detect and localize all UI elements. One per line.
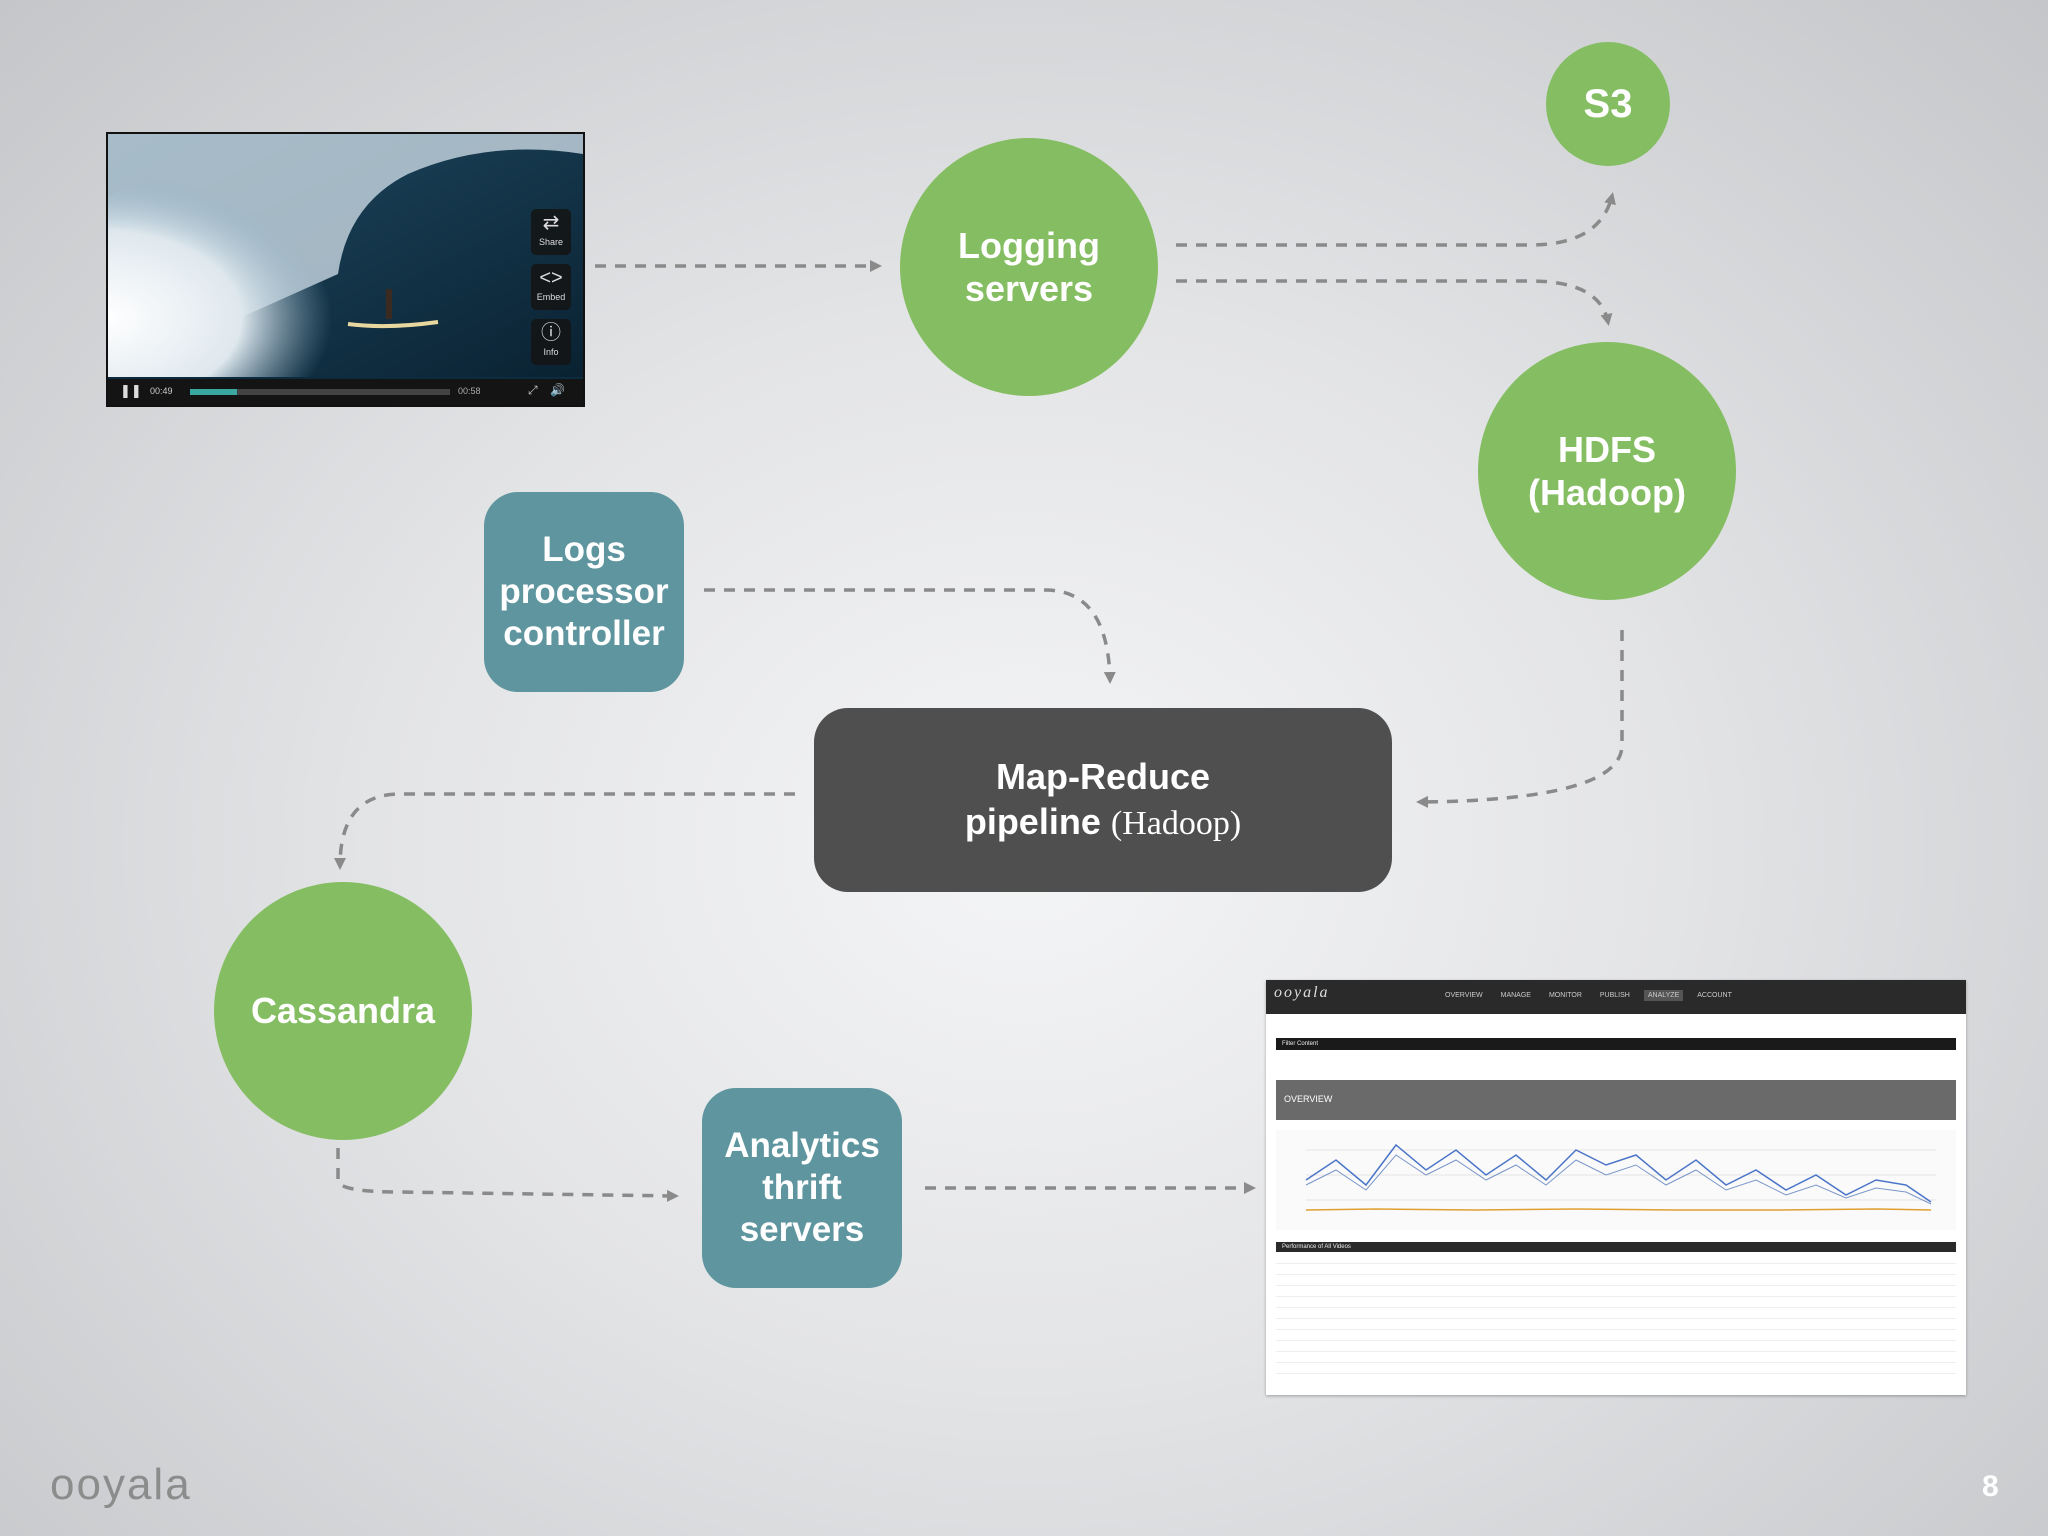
- table-row: [1276, 1331, 1956, 1341]
- table-row: [1276, 1265, 1956, 1275]
- analytics-thrift-servers-node: Analytics thrift servers: [702, 1088, 902, 1288]
- share-button[interactable]: ⇄ Share: [531, 209, 571, 255]
- hdfs-label: HDFS (Hadoop): [1528, 428, 1686, 513]
- table-row: [1276, 1309, 1956, 1319]
- share-icon: ⇄: [542, 212, 560, 234]
- table-row: [1276, 1342, 1956, 1352]
- arrow-hdfs-to-pipeline: [1416, 630, 1624, 808]
- dashboard-tab[interactable]: MANAGE: [1500, 992, 1531, 999]
- logs-processor-controller-label: Logs processor controller: [499, 530, 669, 653]
- filter-label: Filter Content: [1282, 1041, 1319, 1047]
- ooyala-logo: ooyala: [50, 1460, 192, 1510]
- table-row: [1276, 1320, 1956, 1330]
- page-number: 8: [1982, 1470, 1999, 1503]
- arrow-logs-processor-to-pipeline: [704, 588, 1116, 684]
- arrow-logging-to-hdfs: [1176, 279, 1613, 326]
- video-controls-bar: ❚❚ 00:49 00:58 ⤢ 🔊: [108, 379, 583, 405]
- progress-track[interactable]: [190, 389, 450, 395]
- time-total: 00:58: [458, 386, 481, 396]
- analytics-dashboard-screenshot: ooyala OVERVIEW MANAGE MONITOR PUBLISH A…: [1266, 980, 1966, 1395]
- table-title: Performance of All Videos: [1282, 1244, 1351, 1250]
- dashboard-tab[interactable]: OVERVIEW: [1445, 992, 1483, 999]
- performance-table-header: Performance of All Videos: [1276, 1242, 1956, 1252]
- map-reduce-pipeline-node: Map-Reduce pipeline (Hadoop): [814, 708, 1392, 892]
- cassandra-node: Cassandra: [214, 882, 472, 1140]
- dashboard-tab[interactable]: MONITOR: [1548, 992, 1582, 999]
- progress-fill: [190, 389, 237, 395]
- arrow-pipeline-to-cassandra: [334, 792, 795, 870]
- map-reduce-hadoop-label: (Hadoop): [1110, 805, 1242, 843]
- embed-label: Embed: [536, 292, 566, 302]
- info-icon: ⓘ: [541, 322, 561, 344]
- table-row: [1276, 1353, 1956, 1363]
- video-player-thumbnail: ⇄ Share <> Embed ⓘ Info ❚❚ 00:49 00:58 ⤢…: [106, 132, 585, 407]
- embed-button[interactable]: <> Embed: [531, 264, 571, 310]
- overview-label: OVERVIEW: [1284, 1094, 1333, 1104]
- time-elapsed: 00:49: [150, 386, 173, 396]
- fullscreen-icon[interactable]: ⤢: [528, 383, 538, 397]
- dashboard-overview-strip: OVERVIEW: [1276, 1080, 1956, 1120]
- dashboard-tab[interactable]: PUBLISH: [1599, 992, 1630, 999]
- logs-processor-controller-node: Logs processor controller: [484, 492, 684, 692]
- dashboard-tabs: OVERVIEW MANAGE MONITOR PUBLISH ANALYZE …: [1441, 990, 1736, 1001]
- table-row: [1276, 1254, 1956, 1264]
- s3-node: S3: [1546, 42, 1670, 166]
- dashboard-topbar: ooyala OVERVIEW MANAGE MONITOR PUBLISH A…: [1266, 980, 1966, 1014]
- table-row: [1276, 1298, 1956, 1308]
- logging-servers-label: Logging servers: [958, 224, 1100, 309]
- dashboard-logo: ooyala: [1274, 984, 1330, 1001]
- dashboard-filter-bar: Filter Content: [1276, 1038, 1956, 1050]
- dashboard-line-chart: [1276, 1130, 1956, 1230]
- table-row: [1276, 1276, 1956, 1286]
- share-label: Share: [538, 237, 564, 247]
- brand-text: ooyala: [50, 1460, 192, 1509]
- info-button[interactable]: ⓘ Info: [531, 319, 571, 365]
- volume-icon[interactable]: 🔊: [550, 383, 565, 397]
- dashboard-tab-active[interactable]: ANALYZE: [1643, 990, 1684, 1001]
- info-label: Info: [543, 347, 559, 357]
- table-row: [1276, 1287, 1956, 1297]
- arrow-logging-to-s3: [1176, 192, 1616, 247]
- logging-servers-node: Logging servers: [900, 138, 1158, 396]
- analytics-thrift-servers-label: Analytics thrift servers: [724, 1126, 880, 1249]
- dashboard-tab[interactable]: ACCOUNT: [1697, 992, 1732, 999]
- embed-code-icon: <>: [539, 267, 563, 289]
- cassandra-label: Cassandra: [250, 990, 436, 1032]
- arrow-cassandra-to-analytics: [336, 1148, 679, 1202]
- map-reduce-pipeline-label: Map-Reduce pipeline: [964, 756, 1211, 843]
- surfer-wave-image: [108, 134, 583, 377]
- table-row: [1276, 1364, 1956, 1374]
- pause-icon[interactable]: ❚❚: [120, 383, 142, 398]
- hdfs-node: HDFS (Hadoop): [1478, 342, 1736, 600]
- s3-label: S3: [1583, 82, 1633, 126]
